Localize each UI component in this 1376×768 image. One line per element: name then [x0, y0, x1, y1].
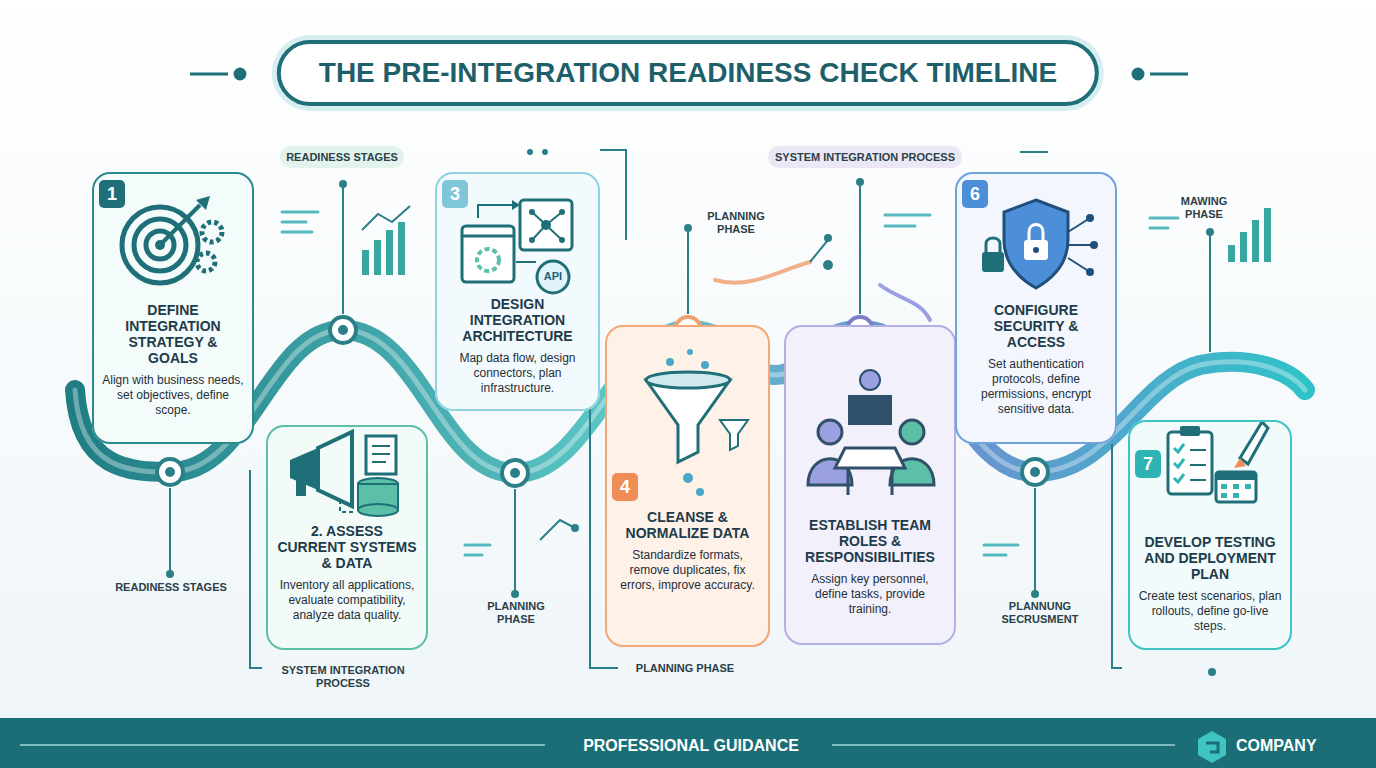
step-heading: DEVELOP TESTING AND DEPLOYMENT PLAN [1138, 534, 1282, 582]
callout-number: 7 [1135, 450, 1161, 478]
step-card: 6CONFIGURE SECURITY & ACCESS Set authenti… [955, 172, 1117, 444]
step-heading: CONFIGURE SECURITY & ACCESS [965, 302, 1107, 350]
step-description: Inventory all applications, evaluate com… [276, 578, 418, 623]
phase-label: SYSTEM INTEGRATION PROCESS [268, 664, 418, 690]
step-heading: DEFINE INTEGRATION STRATEGY & GOALS [102, 302, 244, 366]
phase-label: SYSTEM INTEGRATION PROCESS [768, 151, 962, 164]
step-heading: 2. ASSESS CURRENT SYSTEMS & DATA [276, 523, 418, 571]
phase-label: PLANNING PHASE [480, 600, 552, 626]
step-description: Set authentication protocols, define per… [965, 357, 1107, 417]
phase-label: PLANNING PHASE [698, 210, 774, 236]
step-card: 3DESIGN INTEGRATION ARCHITECTURE Map data… [435, 172, 600, 411]
step-heading: DESIGN INTEGRATION ARCHITECTURE [445, 296, 590, 344]
step-heading: ESTABLISH TEAM ROLES & RESPONSIBILITIES [794, 517, 946, 565]
step-card: ESTABLISH TEAM ROLES & RESPONSIBILITIES A… [784, 325, 956, 645]
card-content: ESTABLISH TEAM ROLES & RESPONSIBILITIES A… [786, 327, 954, 629]
phase-label: READINESS STAGES [280, 151, 404, 164]
footer-text: PROFESSIONAL GUIDANCE [556, 736, 826, 755]
step-heading: CLEANSE & NORMALIZE DATA [615, 509, 760, 541]
phase-label: API [538, 270, 568, 283]
step-card: 4CLEANSE & NORMALIZE DATA Standardize for… [605, 325, 770, 647]
card-content: CONFIGURE SECURITY & ACCESS Set authentic… [957, 174, 1115, 429]
step-description: Map data flow, design connectors, plan i… [445, 351, 590, 396]
step-card: 2. ASSESS CURRENT SYSTEMS & DATA Inventor… [266, 425, 428, 650]
callout-number: 3 [442, 180, 468, 208]
step-description: Create test scenarios, plan rollouts, de… [1138, 589, 1282, 634]
callout-number: 4 [612, 473, 638, 501]
callout-number: 6 [962, 180, 988, 208]
card-content: DESIGN INTEGRATION ARCHITECTURE Map data … [437, 174, 598, 408]
callout-number: 1 [99, 180, 125, 208]
phase-label: MAWING PHASE [1172, 195, 1236, 221]
card-content: DEVELOP TESTING AND DEPLOYMENT PLAN Creat… [1130, 422, 1290, 646]
card-content: 2. ASSESS CURRENT SYSTEMS & DATA Inventor… [268, 427, 426, 635]
step-card: 7DEVELOP TESTING AND DEPLOYMENT PLAN Crea… [1128, 420, 1292, 650]
card-content: DEFINE INTEGRATION STRATEGY & GOALS Align… [94, 174, 252, 430]
card-content: CLEANSE & NORMALIZE DATA Standardize form… [607, 327, 768, 605]
phase-label: READINESS STAGES [108, 581, 234, 594]
step-description: Align with business needs, set objective… [102, 373, 244, 418]
step-description: Standardize formats, remove duplicates, … [615, 548, 760, 593]
footer-text: COMPANY [1236, 736, 1346, 755]
step-card: 1DEFINE INTEGRATION STRATEGY & GOALS Alig… [92, 172, 254, 444]
phase-label: PLANNING PHASE [622, 662, 748, 675]
phase-label: PLANNUNG SECRUSMENT [988, 600, 1092, 626]
diagram-title: THE PRE-INTEGRATION READINESS CHECK TIME… [277, 40, 1099, 106]
step-description: Assign key personnel, define tasks, prov… [794, 572, 946, 617]
